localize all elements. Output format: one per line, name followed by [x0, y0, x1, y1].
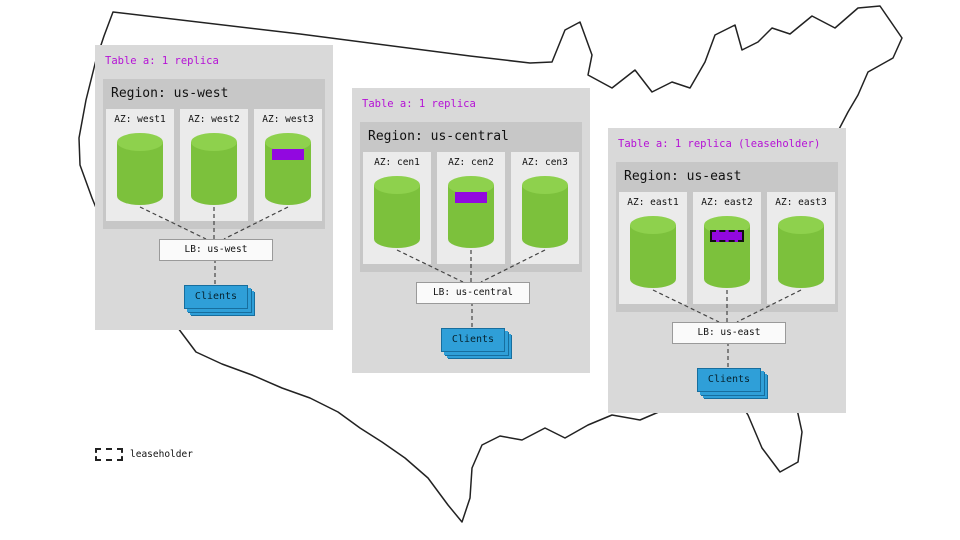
- az-row: AZ: east1 AZ: east2 AZ: east3: [619, 192, 835, 304]
- replica-cylinder: [374, 176, 420, 248]
- region-panel-us-west: Table a: 1 replica Region: us-west AZ: w…: [95, 45, 333, 330]
- table-replica-title: Table a: 1 replica: [362, 98, 476, 110]
- table-replica-title: Table a: 1 replica: [105, 55, 219, 67]
- az-box: AZ: cen2: [437, 152, 505, 264]
- replica-cylinder: [191, 133, 237, 205]
- az-label: AZ: east1: [627, 197, 679, 208]
- replica-cylinder: [117, 133, 163, 205]
- az-box: AZ: east2: [693, 192, 761, 304]
- range-replica-marker: [455, 192, 487, 203]
- range-replica-marker: [272, 149, 304, 160]
- az-box: AZ: west2: [180, 109, 248, 221]
- leaseholder-replica-marker: [710, 230, 744, 242]
- az-label: AZ: west1: [114, 114, 166, 125]
- region-box: Region: us-east AZ: east1 AZ: east2 AZ: …: [616, 162, 838, 312]
- az-label: AZ: east3: [775, 197, 827, 208]
- replica-cylinder: [778, 216, 824, 288]
- region-box: Region: us-central AZ: cen1 AZ: cen2 AZ:…: [360, 122, 582, 272]
- az-label: AZ: cen1: [374, 157, 420, 168]
- load-balancer-box: LB: us-east: [672, 322, 786, 344]
- region-panel-us-central: Table a: 1 replica Region: us-central AZ…: [352, 88, 590, 373]
- replica-cylinder: [704, 216, 750, 288]
- legend: leaseholder: [95, 448, 193, 461]
- region-label: Region: us-west: [111, 86, 229, 101]
- region-panel-us-east: Table a: 1 replica (leaseholder) Region:…: [608, 128, 846, 413]
- az-box: AZ: west1: [106, 109, 174, 221]
- replica-cylinder: [448, 176, 494, 248]
- az-label: AZ: east2: [701, 197, 753, 208]
- az-box: AZ: cen1: [363, 152, 431, 264]
- az-label: AZ: west2: [188, 114, 240, 125]
- region-label: Region: us-central: [368, 129, 509, 144]
- az-label: AZ: cen2: [448, 157, 494, 168]
- az-box: AZ: cen3: [511, 152, 579, 264]
- az-label: AZ: west3: [262, 114, 314, 125]
- az-box: AZ: west3: [254, 109, 322, 221]
- legend-label: leaseholder: [130, 449, 193, 460]
- az-row: AZ: cen1 AZ: cen2 AZ: cen3: [363, 152, 579, 264]
- az-box: AZ: east1: [619, 192, 687, 304]
- region-box: Region: us-west AZ: west1 AZ: west2 AZ: …: [103, 79, 325, 229]
- replica-cylinder: [630, 216, 676, 288]
- az-box: AZ: east3: [767, 192, 835, 304]
- az-label: AZ: cen3: [522, 157, 568, 168]
- load-balancer-box: LB: us-west: [159, 239, 273, 261]
- load-balancer-box: LB: us-central: [416, 282, 530, 304]
- table-replica-title: Table a: 1 replica (leaseholder): [618, 138, 821, 150]
- replica-cylinder: [522, 176, 568, 248]
- clients-box: Clients: [184, 285, 248, 309]
- region-label: Region: us-east: [624, 169, 742, 184]
- clients-box: Clients: [441, 328, 505, 352]
- az-row: AZ: west1 AZ: west2 AZ: west3: [106, 109, 322, 221]
- clients-box: Clients: [697, 368, 761, 392]
- leaseholder-legend-icon: [95, 448, 123, 461]
- replica-cylinder: [265, 133, 311, 205]
